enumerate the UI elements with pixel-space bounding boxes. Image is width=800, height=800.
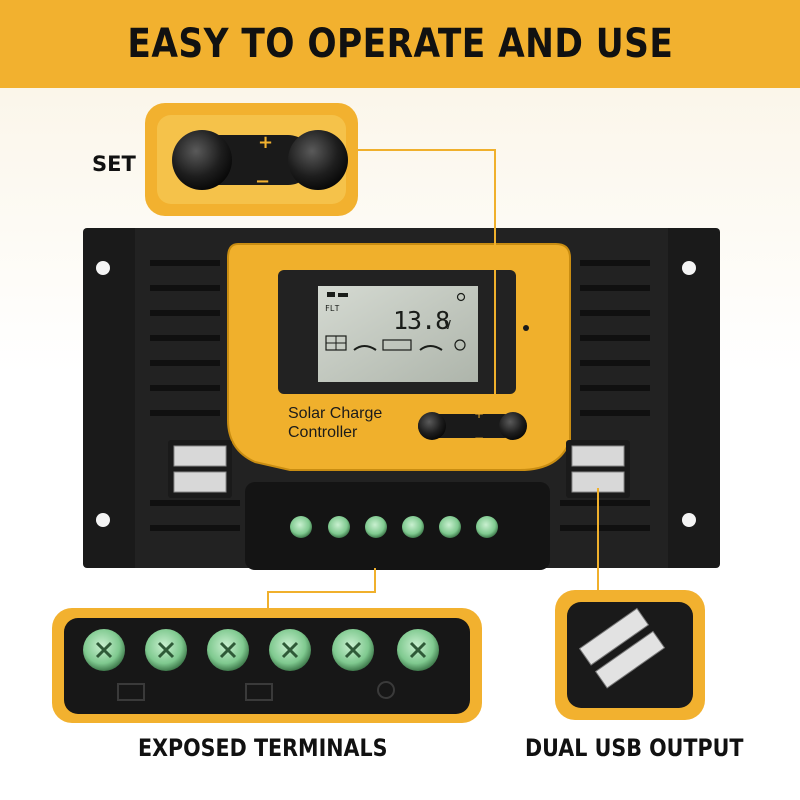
mounting-hole-icon <box>682 261 696 275</box>
terminals-label: EXPOSED TERMINALS <box>138 734 388 762</box>
device-terminal-block <box>245 482 550 570</box>
plus-icon: + <box>258 132 273 153</box>
battery-icon <box>245 683 273 701</box>
device-label: Solar Charge Controller <box>288 404 382 442</box>
mounting-hole-icon <box>96 261 110 275</box>
page-title: EASY TO OPERATE AND USE <box>127 21 673 67</box>
indicator-led-icon <box>523 325 529 331</box>
device-label-line1: Solar Charge <box>288 405 383 422</box>
bulb-icon <box>377 681 395 699</box>
battery-icon <box>382 339 412 351</box>
bulb-icon <box>454 339 466 351</box>
set-button-left-icon <box>172 130 232 190</box>
lcd-voltage: 13.8 <box>393 306 450 335</box>
set-button-right-icon <box>288 130 348 190</box>
device-label-line2: Controller <box>288 424 358 441</box>
lcd-display <box>318 286 478 382</box>
lcd-unit: V <box>444 318 452 332</box>
plus-icon: + <box>474 407 484 421</box>
device-set-buttons[interactable]: + − <box>418 407 527 445</box>
usb-port-icon <box>578 607 666 689</box>
lcd-mode: FLT <box>325 304 340 313</box>
usb-port-left <box>168 440 232 498</box>
minus-icon: − <box>474 431 484 445</box>
usb-zoom <box>555 590 705 720</box>
mounting-hole-icon <box>682 513 696 527</box>
header-banner: EASY TO OPERATE AND USE <box>0 0 800 88</box>
mounting-hole-icon <box>96 513 110 527</box>
terminals-zoom <box>52 608 482 723</box>
solar-panel-icon <box>117 683 145 701</box>
lcd-icons <box>325 292 466 351</box>
set-label: SET <box>92 152 136 176</box>
usb-label: DUAL USB OUTPUT <box>525 734 744 762</box>
minus-icon: − <box>255 171 270 192</box>
usb-port-right <box>566 440 630 498</box>
set-buttons-zoom: + − <box>145 103 358 216</box>
